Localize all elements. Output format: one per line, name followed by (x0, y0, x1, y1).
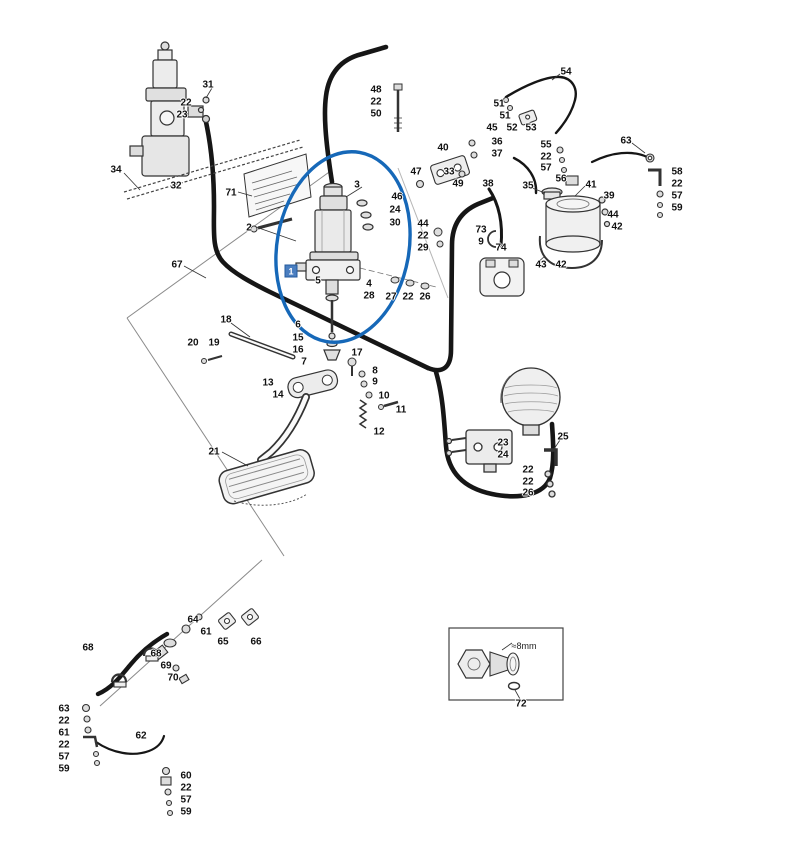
hose-37 (512, 156, 538, 195)
gasket-strip (123, 139, 304, 200)
clip-and-bracket (479, 230, 525, 297)
hoses (94, 44, 649, 755)
leader-lines (123, 73, 646, 467)
master-cylinder (295, 182, 374, 361)
inset-dimension-note: ≈8mm (511, 641, 537, 651)
hose-38 (487, 187, 503, 248)
data-plate (243, 153, 312, 218)
steering-pump-assembly (129, 41, 211, 177)
highlight-ellipse (274, 150, 412, 344)
bottom-left-fittings (81, 608, 259, 817)
accumulator-assembly (445, 367, 561, 498)
pedal-assembly (201, 331, 399, 506)
bolt-48 (393, 83, 403, 132)
hose-to-accumulator (433, 369, 556, 499)
hose-top-loop (322, 44, 389, 185)
hose-bottom-left (95, 631, 170, 697)
inset-detail (448, 627, 564, 701)
fluid-reservoir (538, 187, 611, 270)
hose-left-loop (203, 119, 431, 371)
hose-end-fittings (390, 227, 444, 290)
hose-right-riser (425, 195, 496, 373)
bolt-2 (250, 217, 293, 233)
selected-part-marker[interactable]: 1 (284, 264, 298, 278)
hose-63 (590, 151, 649, 164)
hose-54 (504, 75, 577, 135)
chassis-outline (99, 167, 449, 707)
hose-62 (94, 734, 166, 755)
manifold-parts (415, 96, 664, 219)
